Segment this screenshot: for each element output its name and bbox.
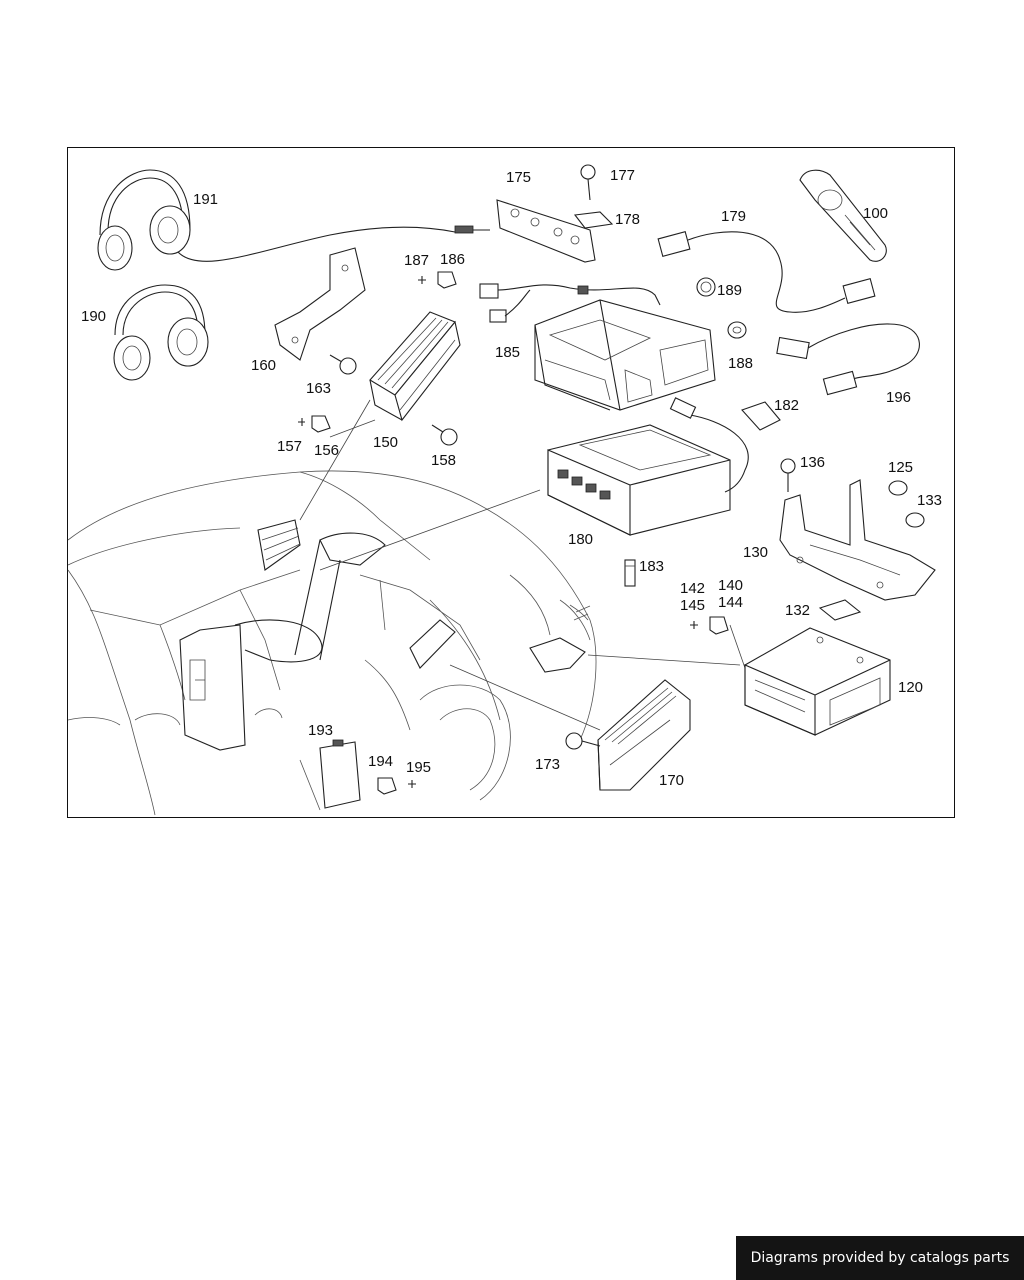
remote-control-100 xyxy=(799,169,887,262)
cd-changer-180 xyxy=(547,397,749,536)
connector-182 xyxy=(741,401,781,431)
label-194: 194 xyxy=(368,753,393,770)
washer-188 xyxy=(727,321,747,339)
bolt-183 xyxy=(624,559,636,587)
label-150: 150 xyxy=(373,434,398,451)
label-130: 130 xyxy=(743,544,768,561)
vehicle-outline xyxy=(67,470,597,816)
amplifier-170 xyxy=(597,679,691,791)
clip-178 xyxy=(573,211,614,229)
label-173: 173 xyxy=(535,756,560,773)
cable-179 xyxy=(657,231,876,313)
control-unit-120 xyxy=(744,627,891,736)
screw-158 xyxy=(431,424,458,446)
label-158: 158 xyxy=(431,452,456,469)
head-unit-185 xyxy=(534,299,716,411)
label-185: 185 xyxy=(495,344,520,361)
label-179: 179 xyxy=(721,208,746,225)
label-193: 193 xyxy=(308,722,333,739)
label-183: 183 xyxy=(639,558,664,575)
label-180: 180 xyxy=(568,531,593,548)
label-163: 163 xyxy=(306,380,331,397)
label-156: 156 xyxy=(314,442,339,459)
label-175: 175 xyxy=(506,169,531,186)
label-178: 178 xyxy=(615,211,640,228)
label-187: 187 xyxy=(404,252,429,269)
screw-177 xyxy=(580,164,596,201)
bracket-160 xyxy=(274,247,366,361)
label-142: 142 xyxy=(680,580,705,597)
label-170: 170 xyxy=(659,772,684,789)
label-120: 120 xyxy=(898,679,923,696)
rear-seat-outline xyxy=(179,532,386,751)
connector-194-195 xyxy=(377,777,416,795)
label-188: 188 xyxy=(728,355,753,372)
label-125: 125 xyxy=(888,459,913,476)
cable-196 xyxy=(776,323,920,396)
screw-163 xyxy=(329,354,357,375)
module-small xyxy=(529,637,586,673)
label-189: 189 xyxy=(717,282,742,299)
label-191: 191 xyxy=(193,191,218,208)
label-145: 145 xyxy=(680,597,705,614)
screw-136 xyxy=(780,458,796,492)
headphones-190 xyxy=(113,284,209,381)
pad-132 xyxy=(818,599,862,621)
nut-125 xyxy=(888,480,908,496)
label-144: 144 xyxy=(718,594,743,611)
module-left xyxy=(257,519,456,669)
label-186: 186 xyxy=(440,251,465,268)
label-195: 195 xyxy=(406,759,431,776)
leader-lines xyxy=(299,399,746,731)
label-177: 177 xyxy=(610,167,635,184)
label-100: 100 xyxy=(863,205,888,222)
part-labels: 191 190 160 163 187 186 175 177 178 179 … xyxy=(81,167,942,789)
label-196: 196 xyxy=(886,389,911,406)
label-133: 133 xyxy=(917,492,942,509)
connector-157-156 xyxy=(298,415,331,433)
amplifier-150 xyxy=(369,311,461,422)
label-182: 182 xyxy=(774,397,799,414)
connector-187-186 xyxy=(418,271,661,323)
screw-173 xyxy=(565,732,601,750)
label-140: 140 xyxy=(718,577,743,594)
credit-banner: Diagrams provided by catalogs parts xyxy=(736,1236,1024,1280)
connector-140-144 xyxy=(690,616,729,635)
label-160: 160 xyxy=(251,357,276,374)
label-132: 132 xyxy=(785,602,810,619)
label-190: 190 xyxy=(81,308,106,325)
label-157: 157 xyxy=(277,438,302,455)
label-136: 136 xyxy=(800,454,825,471)
socket-strip-175 xyxy=(496,199,596,263)
grommet-189 xyxy=(696,277,716,297)
headphones-191 xyxy=(97,169,490,271)
nut-133 xyxy=(905,512,925,528)
module-193 xyxy=(319,739,361,809)
bracket-130 xyxy=(779,479,936,601)
